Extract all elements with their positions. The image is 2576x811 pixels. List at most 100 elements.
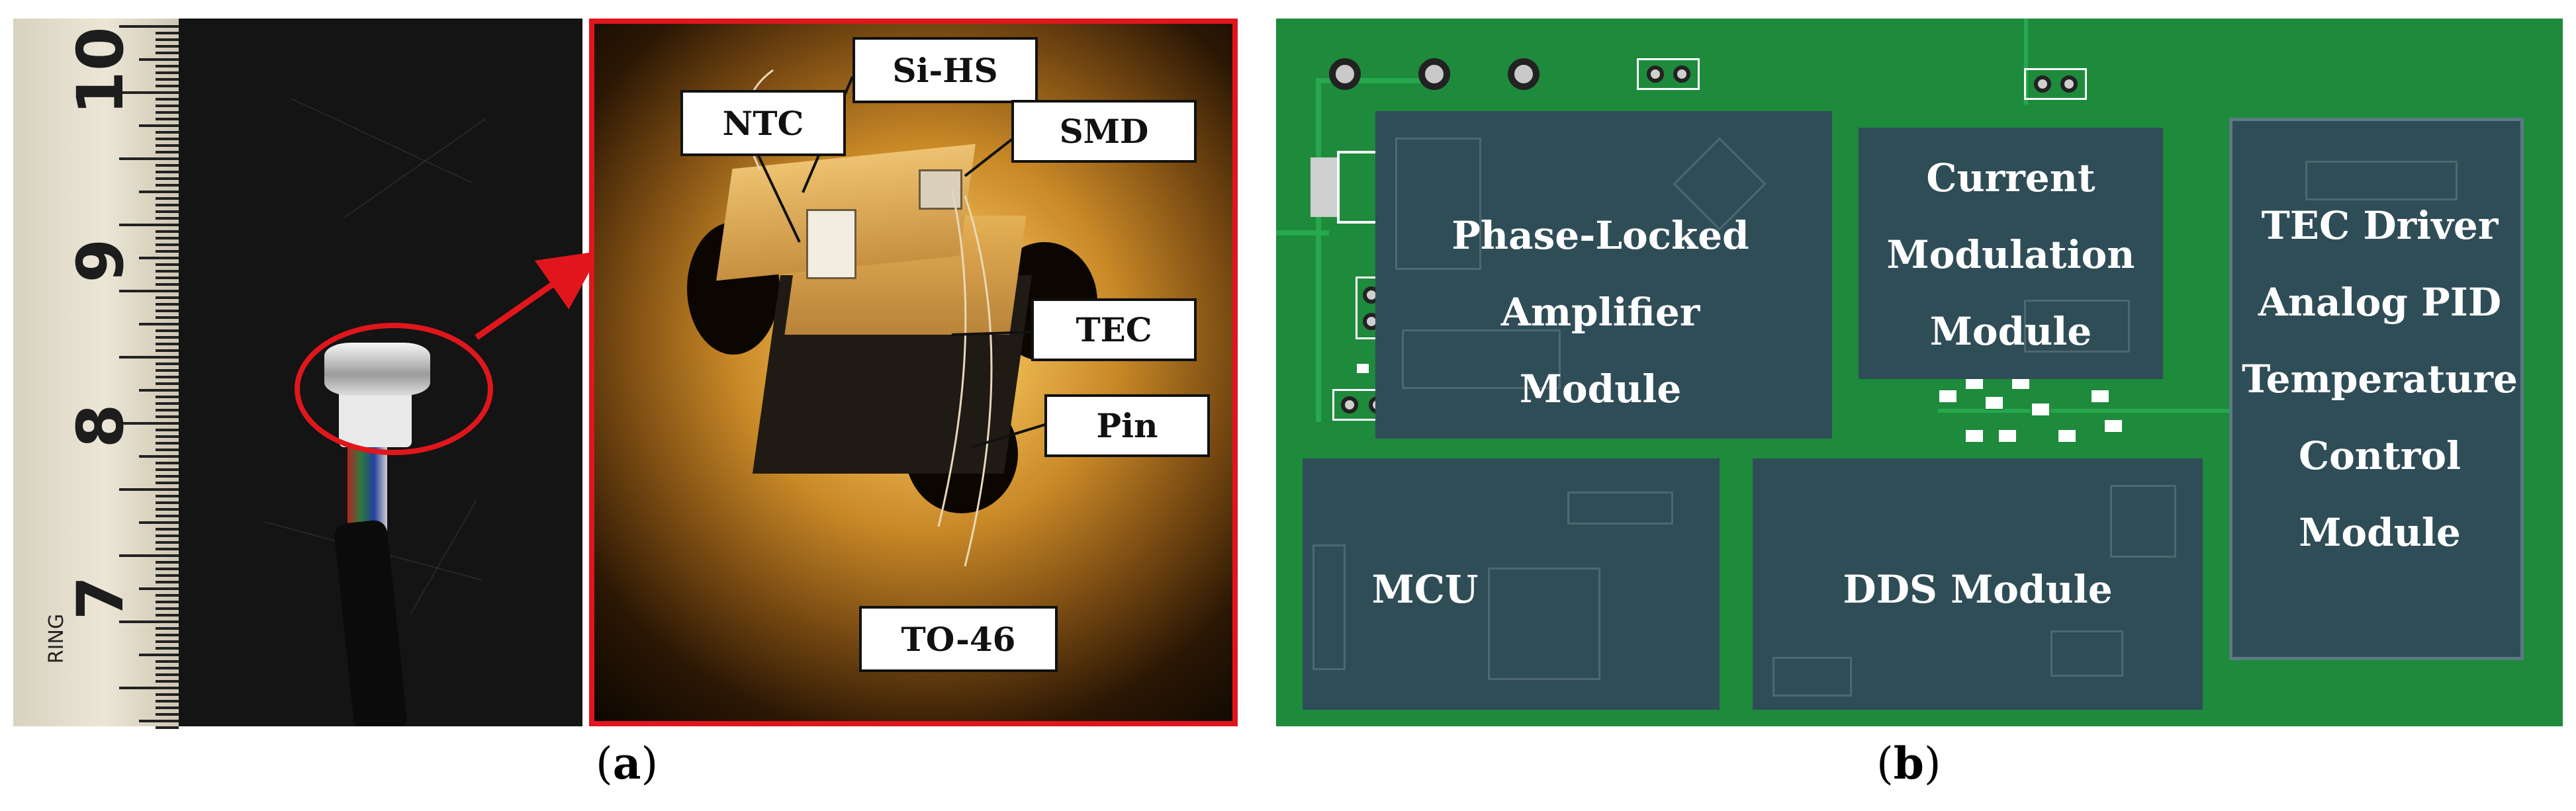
ruler-tick [156,673,179,676]
ruler-tick [156,409,179,411]
ruler-tick [156,343,179,345]
ruler-tick [156,581,179,583]
pcb-trace [1938,409,2348,413]
label-pin: Pin [1044,394,1210,457]
ruler-tick [139,455,179,458]
ntc-thermistor [806,209,856,279]
ruler-tick [156,706,179,709]
smd-pad [1938,389,1958,404]
label-to46: TO-46 [859,606,1058,672]
ruler-tick [156,548,179,550]
ruler-tick [119,224,179,226]
ruler-tick [156,601,179,603]
ruler-tick [139,257,179,259]
ruler-tick [156,277,179,279]
smd-pad [1984,396,2004,410]
highlight-ellipse [295,323,493,455]
ruler-tick [156,52,179,54]
module-tec-driver: TEC Driver Analog PID Temperature Contro… [2229,118,2524,660]
ruler-tick [156,627,179,630]
ruler-tick [156,32,179,34]
ruler-tick [156,310,179,312]
module-tec-line-1: TEC Driver [2261,203,2499,248]
pcb-board: Phase-Locked Amplifier Module Current Mo… [1276,19,2563,726]
smd-pad [1964,429,1984,443]
ruler-tick [156,515,179,517]
ruler-tick [156,568,179,570]
ruler-tick [119,157,179,160]
smd-pad [2103,419,2123,433]
mounting-via [1508,58,1540,90]
ruler-tick [156,614,179,617]
pcb-trace [1316,78,1321,422]
ruler-tick [119,356,179,359]
module-tec-line-5: Module [2299,510,2461,555]
ruler-tick [156,263,179,266]
ruler-tick [139,389,179,392]
ruler-tick [156,118,179,120]
ruler-tick [156,415,179,418]
ruler-tick [156,210,179,213]
ruler-tick [119,488,179,491]
ruler-tick [156,184,179,187]
ruler-tick [156,462,179,464]
ruler-tick [156,713,179,716]
ruler-tick [156,534,179,537]
ruler-tick [156,468,179,471]
ruler-tick [139,654,179,656]
pcb-trace [1316,78,1448,83]
smd-pad [2090,389,2110,404]
ruler-tick [156,680,179,683]
ruler-tick [156,171,179,173]
ruler-tick [156,634,179,636]
ruler-tick [156,283,179,286]
caption-b-close: ) [1923,738,1941,789]
ruler-tick [156,250,179,253]
ruler-tick [156,71,179,74]
ruler-tick [156,726,179,729]
ruler-tick [156,607,179,610]
smd-pad [2031,402,2050,417]
ruler-tick [156,85,179,87]
ruler-tick [156,270,179,273]
ruler-tick [156,151,179,153]
ruler-tick [139,323,179,325]
ruler-tick [156,316,179,319]
ruler-tick [156,105,179,107]
ruler-tick [139,720,179,722]
ruler-tick [156,448,179,451]
ruler-tick [156,495,179,497]
ruler-tick [139,191,179,193]
ruler-tick [139,124,179,127]
regulator-tab [1311,157,1337,217]
ruler-tick [156,177,179,180]
header-2pin [2024,68,2087,100]
ruler-tick [156,237,179,239]
ruler-tick [156,574,179,577]
ruler-tick [156,693,179,696]
ruler-tick [156,501,179,504]
smd-pad [2057,429,2077,443]
label-si-hs: Si-HS [852,37,1038,103]
ruler-tick [119,422,179,425]
ruler-tick [156,204,179,206]
ruler-tick [156,243,179,246]
module-phase-locked-amplifier: Phase-Locked Amplifier Module [1375,111,1832,439]
ruler-tick [156,508,179,511]
ruler-tick [119,91,179,94]
label-tec: TEC [1031,298,1197,361]
ruler-tick [156,640,179,643]
module-tec-line-3: Temperature [2242,357,2518,402]
caption-a-close: ) [641,738,659,789]
ruler-tick [156,296,179,299]
label-ntc: NTC [680,90,846,156]
ruler-tick [139,587,179,590]
module-tec-line-4: Control [2298,433,2461,478]
ruler-tick [156,435,179,438]
ruler-tick [156,594,179,597]
caption-b-open: ( [1876,738,1894,789]
smd-pad [1998,429,2017,443]
ruler-tick [119,290,179,292]
ruler-tick [119,554,179,557]
